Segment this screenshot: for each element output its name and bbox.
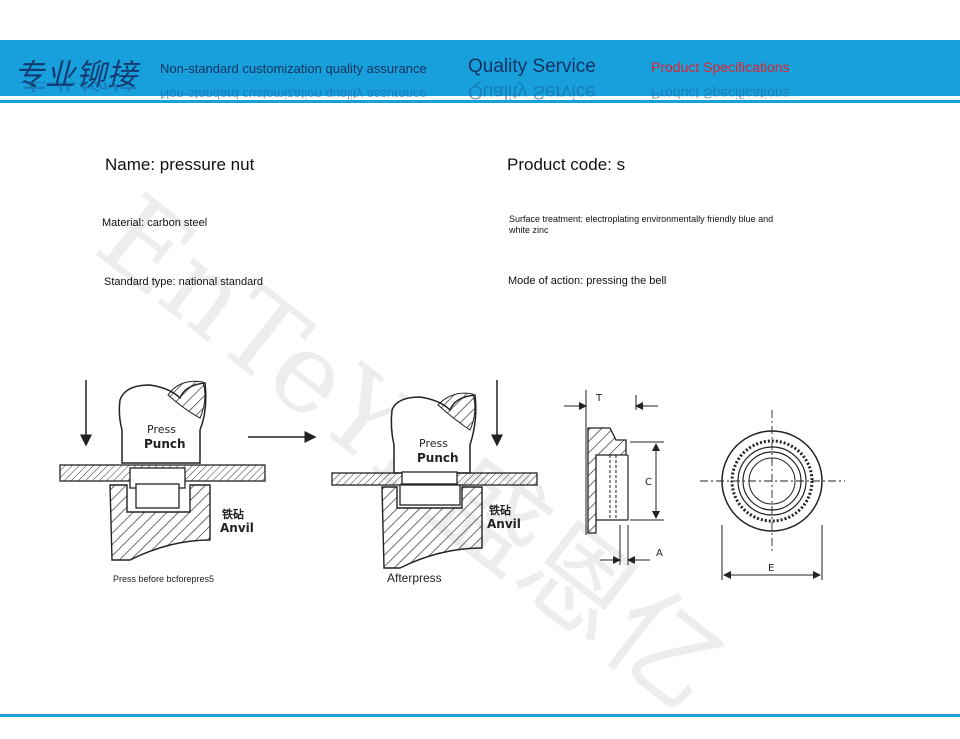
nut-section-view: T C A bbox=[564, 390, 664, 565]
spec-name: Name: pressure nut bbox=[105, 155, 255, 174]
nut-shank-before bbox=[135, 483, 180, 509]
punch-label-before: Punch bbox=[144, 437, 186, 451]
after-press-figure: Press Punch 铁砧 Anvil bbox=[331, 380, 538, 569]
anvil-cn-label-before: 铁砧 bbox=[222, 507, 244, 521]
anvil-cn-label-after: 铁砧 bbox=[489, 503, 511, 517]
dim-label-t: T bbox=[595, 393, 603, 404]
punch-label-after: Punch bbox=[417, 451, 459, 465]
nut-after bbox=[401, 471, 458, 485]
nut-top-view: E bbox=[700, 410, 845, 580]
nut-section-hatch bbox=[587, 427, 627, 534]
nut-shank-after bbox=[399, 484, 461, 506]
press-label-before: Press bbox=[147, 423, 176, 436]
dim-label-a: A bbox=[656, 548, 663, 559]
anvil-before bbox=[109, 484, 211, 561]
header-banner bbox=[0, 40, 960, 96]
installation-diagram: Press Punch 铁砧 Anvil Press Punch 铁砧 Anvi… bbox=[59, 380, 845, 580]
header-product-specifications: Product Specifications bbox=[651, 59, 790, 75]
knurl-ring bbox=[730, 439, 814, 523]
nut-ring-2 bbox=[742, 451, 802, 511]
dim-label-e: E bbox=[768, 563, 774, 574]
before-press-caption: Press before bcforepres5 bbox=[113, 574, 215, 584]
spec-mode-of-action: Mode of action: pressing the bell bbox=[508, 275, 667, 287]
punch-section-hatch bbox=[167, 380, 206, 419]
nut-ring-1 bbox=[737, 446, 807, 516]
brand-title: 专业铆接 bbox=[14, 58, 138, 93]
anvil-after bbox=[381, 486, 483, 569]
nut-outer-circle bbox=[721, 430, 823, 532]
spec-standard-type: Standard type: national standard bbox=[104, 276, 264, 288]
press-label-after: Press bbox=[419, 437, 448, 450]
dim-label-c: C bbox=[645, 477, 652, 488]
anvil-label-before: Anvil bbox=[220, 521, 254, 535]
spec-product-code: Product code: s bbox=[507, 155, 626, 174]
header-quality-service: Quality Service bbox=[468, 56, 596, 77]
header-tagline: Non-standard customization quality assur… bbox=[160, 61, 427, 76]
footer-divider bbox=[0, 714, 960, 717]
before-press-figure: Press Punch 铁砧 Anvil bbox=[59, 380, 266, 561]
anvil-label-after: Anvil bbox=[487, 517, 521, 531]
punch-section-hatch-after bbox=[437, 392, 476, 431]
spec-material: Material: carbon steel bbox=[102, 217, 208, 229]
spec-surface-treatment: Surface treatment: electroplating enviro… bbox=[509, 214, 774, 235]
header-divider bbox=[0, 100, 960, 103]
after-press-caption: Afterpress bbox=[387, 571, 442, 585]
thread-ring bbox=[748, 457, 796, 505]
